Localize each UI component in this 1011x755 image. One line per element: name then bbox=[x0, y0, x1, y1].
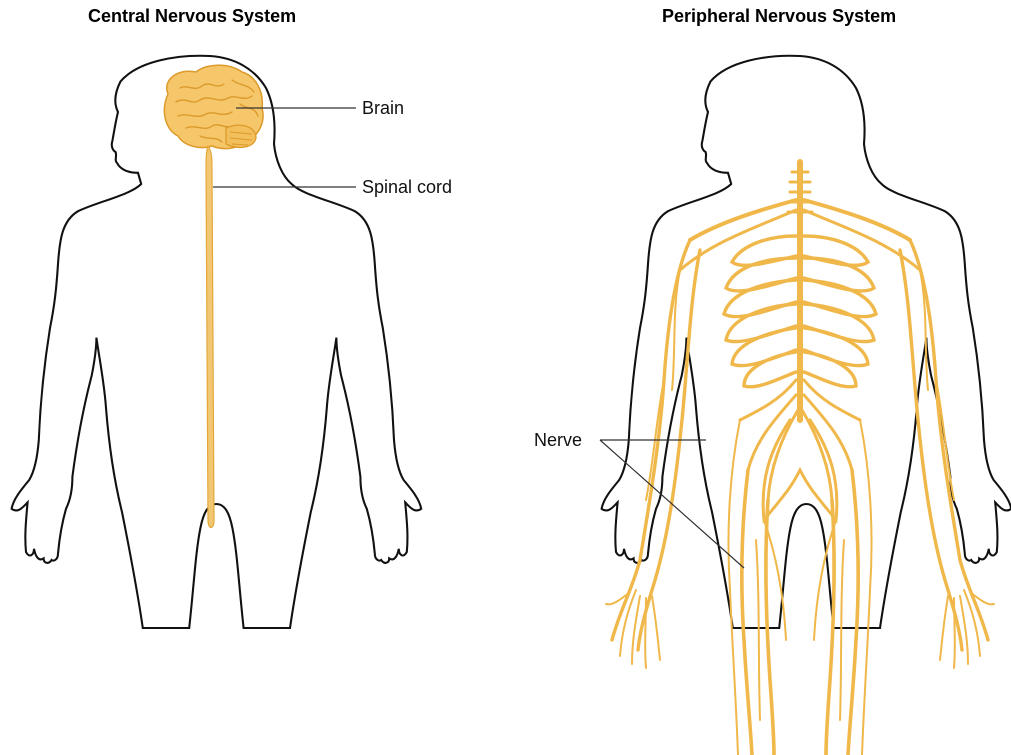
nerve-label: Nerve bbox=[534, 430, 583, 450]
pns-leader-lines bbox=[599, 439, 745, 569]
pns-title: Peripheral Nervous System bbox=[662, 6, 897, 26]
cns-brain bbox=[163, 64, 264, 150]
spinal-cord-label: Spinal cord bbox=[362, 177, 453, 197]
nerve-leader-line-leg bbox=[599, 439, 745, 569]
cns-spinal-cord bbox=[205, 144, 215, 529]
cns-title: Central Nervous System bbox=[88, 6, 297, 26]
brain-label: Brain bbox=[362, 98, 405, 118]
cns-leader-lines bbox=[213, 107, 356, 188]
pns-nerves bbox=[605, 159, 995, 755]
